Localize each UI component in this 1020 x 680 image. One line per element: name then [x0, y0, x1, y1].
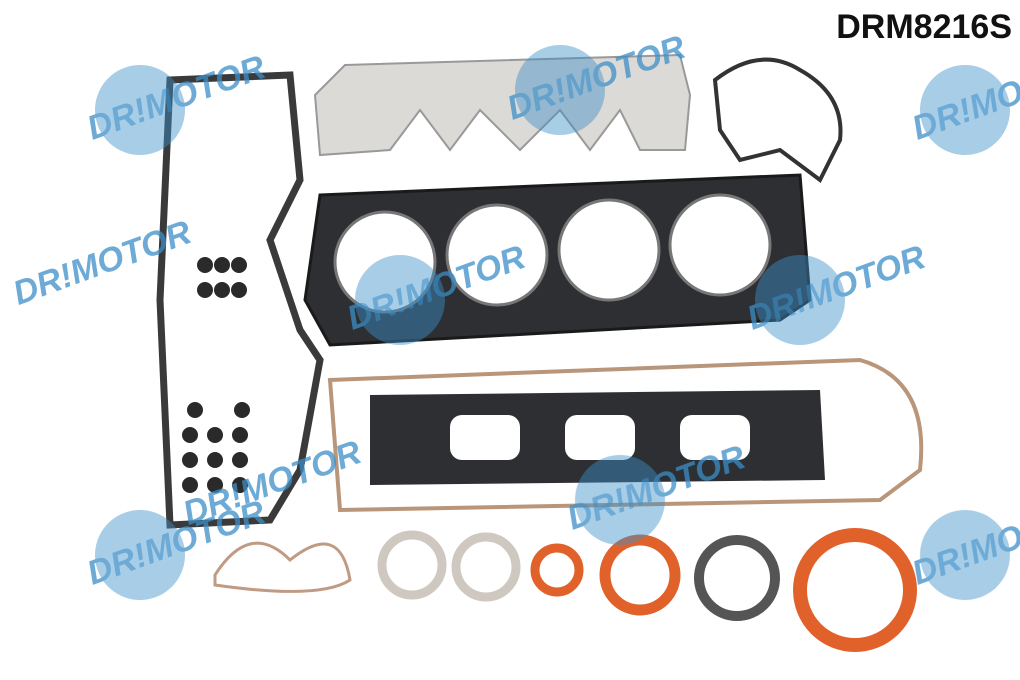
intake-manifold-gasket	[370, 390, 825, 485]
water-pump-gasket	[712, 57, 843, 184]
valve-cover-gasket	[327, 357, 924, 513]
exhaust-manifold-gasket	[313, 53, 692, 157]
product-code: DRM8216S	[836, 8, 1012, 46]
cylinder-head-gasket	[303, 173, 812, 347]
svg-text:DR!MOTOR: DR!MOTOR	[8, 213, 197, 313]
sealing-rings	[213, 528, 917, 652]
valve-stem-seals	[182, 257, 250, 493]
timing-cover-gasket	[156, 71, 324, 529]
